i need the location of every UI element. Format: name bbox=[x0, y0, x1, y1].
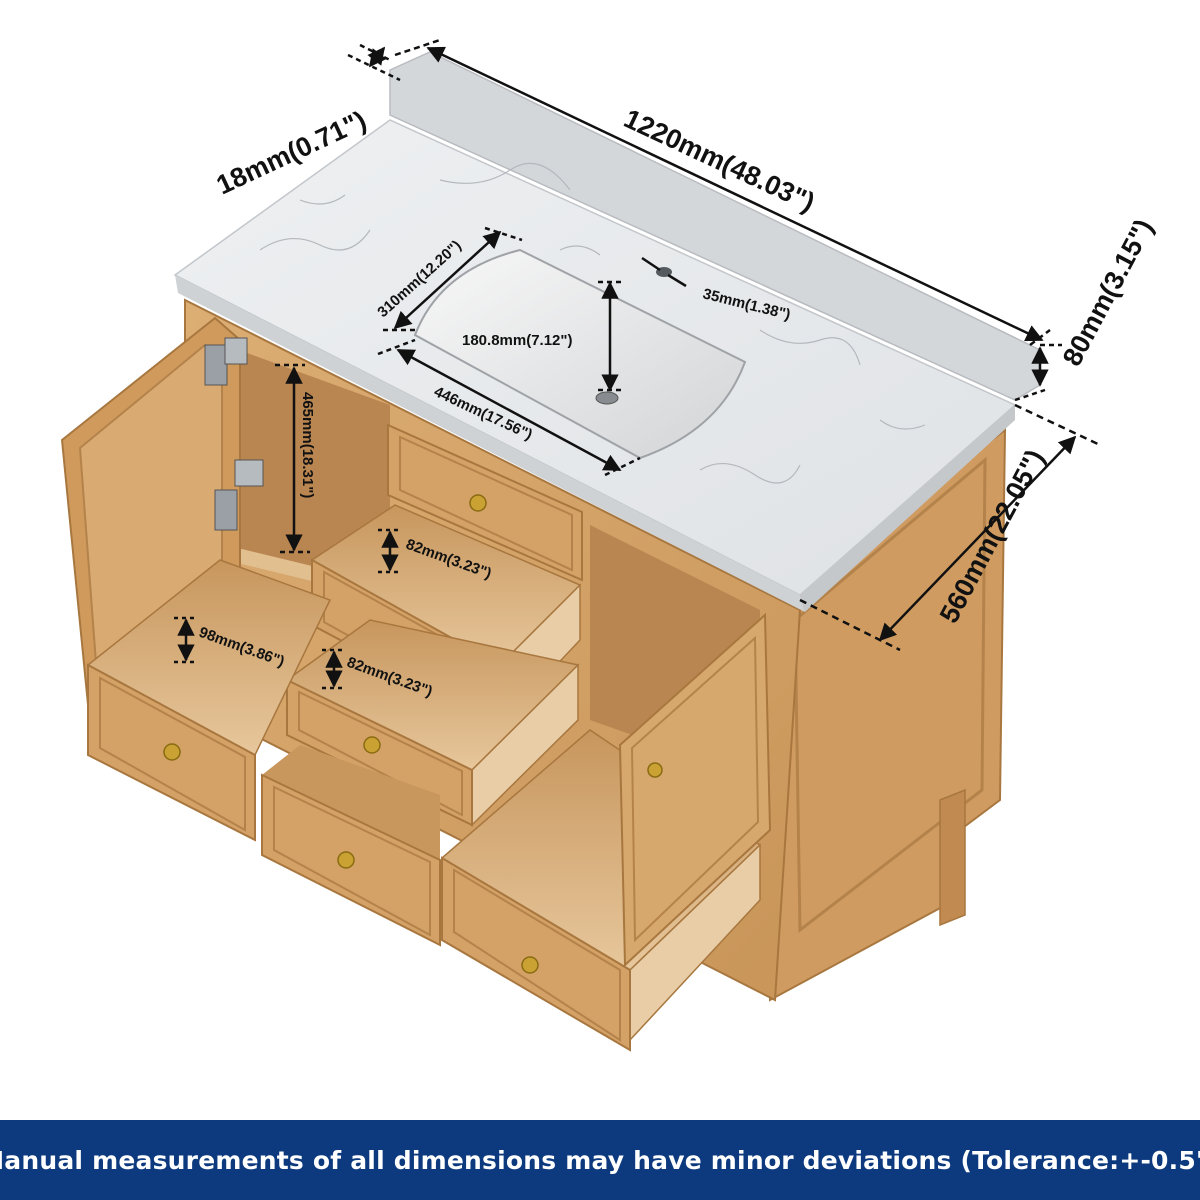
middle-bottom-drawer bbox=[261, 745, 441, 947]
sink-drain bbox=[595, 391, 619, 405]
sink-bowl-depth-label: 180.8mm(7.12") bbox=[462, 332, 573, 349]
lower-small-drawer bbox=[285, 619, 580, 827]
lower-small-drawer-knob bbox=[363, 736, 381, 754]
cabinet-interior-height-label: 465mm(18.31") bbox=[299, 392, 316, 498]
left-cabinet-interior bbox=[225, 345, 390, 585]
right-door-knob bbox=[647, 762, 663, 778]
middle-bottom-drawer-knob bbox=[337, 851, 355, 869]
left-large-drawer bbox=[86, 559, 332, 842]
cabinet-right-leg bbox=[939, 788, 966, 927]
vanity-dimension-diagram: 18mm(0.71") 1220mm(48.03") 80mm(3.15") 5… bbox=[60, 38, 1159, 1052]
tolerance-note: Manual measurements of all dimensions ma… bbox=[0, 1145, 1200, 1175]
backsplash-height-label: 80mm(3.15") bbox=[1057, 214, 1159, 371]
footer-banner: Manual measurements of all dimensions ma… bbox=[0, 1120, 1200, 1200]
top-drawer-knob bbox=[469, 494, 487, 512]
door-hinge-upper bbox=[204, 337, 248, 386]
door-hinge-lower bbox=[214, 459, 264, 531]
right-door bbox=[618, 612, 772, 968]
diagram-canvas: 18mm(0.71") 1220mm(48.03") 80mm(3.15") 5… bbox=[60, 38, 1159, 1052]
right-bottom-drawer-knob bbox=[521, 956, 539, 974]
left-large-drawer-knob bbox=[163, 743, 181, 761]
